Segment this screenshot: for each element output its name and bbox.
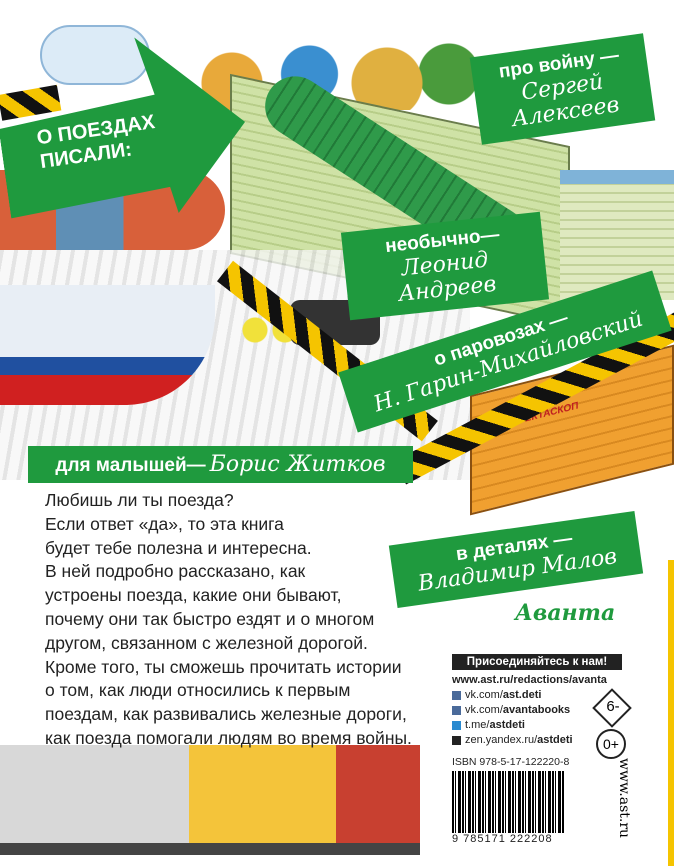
social-link[interactable]: t.me/astdeti: [452, 719, 622, 731]
description: Любишь ли ты поезда? Если ответ «да», то…: [45, 489, 445, 751]
desc-line: будет тебе полезна и интересна.: [45, 537, 312, 558]
blue-car: [560, 170, 674, 300]
age-rating-6-text: 6-: [606, 698, 620, 715]
social-link[interactable]: vk.com/avantabooks: [452, 704, 622, 716]
desc-line: устроены поезда, какие они бывают,: [45, 585, 342, 606]
cloud: [40, 25, 150, 85]
yellow-edge: [668, 560, 674, 866]
side-url[interactable]: www.ast.ru: [616, 758, 632, 839]
author: Борис Житков: [209, 452, 386, 477]
topic: для малышей—: [55, 455, 206, 476]
link-prefix: zen.yandex.ru/: [465, 734, 538, 746]
telegram-icon: [452, 720, 461, 730]
link-handle: ast.deti: [502, 689, 542, 701]
website-link[interactable]: www.ast.ru/redactions/avanta: [452, 674, 607, 686]
barcode: [452, 771, 564, 833]
hazard-stripe: [0, 84, 62, 121]
info-block: Присоединяйтесь к нам! www.ast.ru/redact…: [452, 654, 622, 845]
publisher-logo: Аванта: [515, 600, 616, 626]
high-speed-train: [0, 285, 215, 405]
desc-line: Кроме того, ты сможешь прочитать истории: [45, 656, 402, 677]
link-handle: avantabooks: [502, 704, 571, 716]
link-prefix: vk.com/: [465, 704, 503, 716]
desc-line: поездам, как развивались железные дороги…: [45, 704, 407, 725]
desc-line: В ней подробно рассказано, как: [45, 561, 306, 582]
desc-line: как поезда помогали людям во время войны…: [45, 727, 412, 748]
link-prefix: vk.com/: [465, 689, 503, 701]
link-handle: astdeti: [489, 719, 525, 731]
zen-icon: [452, 735, 461, 745]
link-prefix: t.me/: [465, 719, 490, 731]
label-war: про войну —Сергей Алексеев: [469, 33, 656, 146]
vk-icon: [452, 690, 461, 700]
join-banner: Присоединяйтесь к нам!: [452, 654, 622, 670]
label-kids: для малышей—Борис Житков: [28, 446, 413, 484]
desc-line: Если ответ «да», то эта книга: [45, 513, 284, 534]
desc-line: о том, как люди относились к первым: [45, 680, 351, 701]
desc-line: Любишь ли ты поезда?: [45, 490, 234, 510]
barcode-digits: 9 785171 222208: [452, 833, 553, 845]
desc-line: почему они так быстро ездят и о многом: [45, 608, 375, 629]
age-rating-0: 0+: [596, 729, 626, 759]
vk-icon: [452, 705, 461, 715]
bottom-train: [0, 745, 420, 855]
isbn: ISBN 978-5-17-122220-8: [452, 756, 570, 768]
link-handle: astdeti: [537, 734, 573, 746]
social-link[interactable]: vk.com/ast.deti: [452, 689, 622, 701]
desc-line: другом, связанном с железной дорогой.: [45, 632, 368, 653]
social-link[interactable]: zen.yandex.ru/astdeti: [452, 734, 622, 746]
